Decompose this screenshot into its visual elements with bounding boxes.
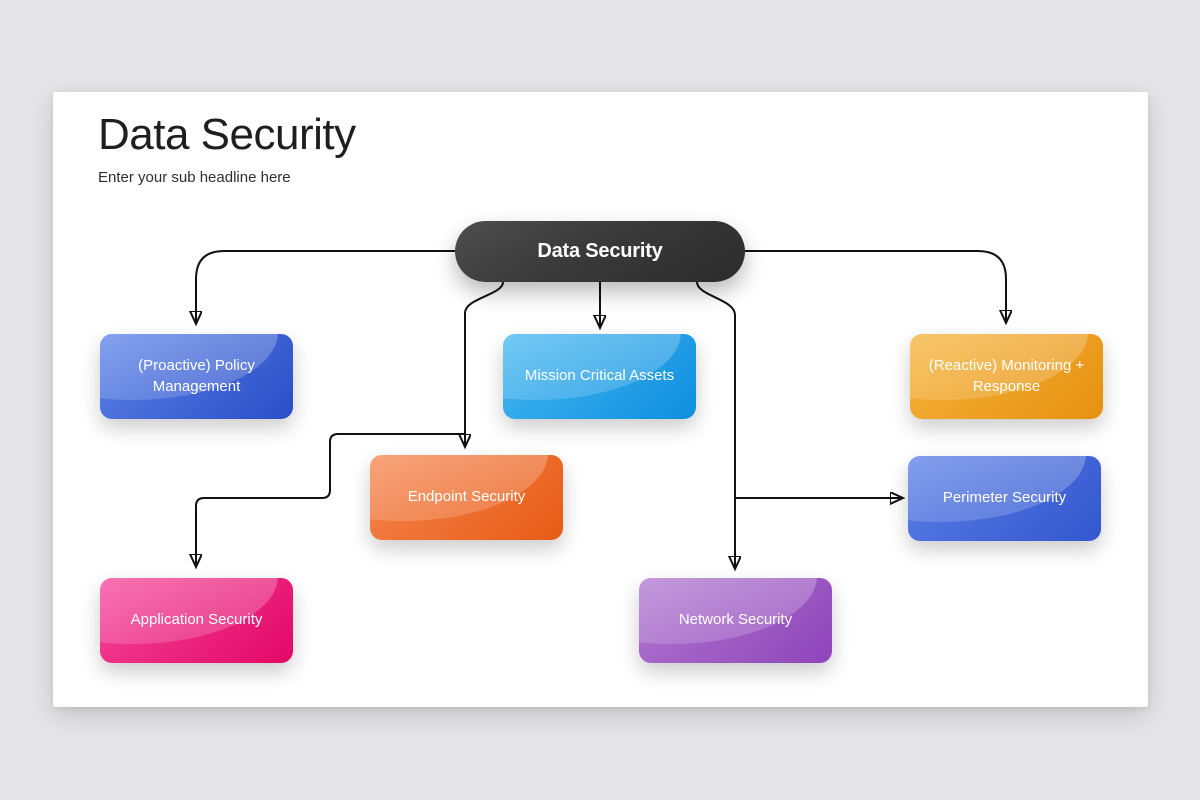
- node-label: Endpoint Security: [407, 488, 526, 506]
- node-endpoint-security[interactable]: Endpoint Security: [370, 455, 563, 540]
- node-label: (Proactive) Policy Management: [138, 357, 255, 395]
- node-label: Application Security: [130, 611, 263, 629]
- slide-canvas: Data Security Enter your sub headline he…: [53, 92, 1148, 707]
- node-perimeter-security[interactable]: Perimeter Security: [908, 456, 1101, 541]
- page-title: Data Security: [98, 110, 356, 159]
- connector-root-to-endpoint: [465, 281, 504, 445]
- node-label: Mission Critical Assets: [524, 367, 675, 385]
- slide-header: Data Security Enter your sub headline he…: [98, 110, 356, 186]
- page-subtitle: Enter your sub headline here: [98, 169, 291, 186]
- node-mission-critical-assets[interactable]: Mission Critical Assets: [503, 334, 696, 419]
- diagram-canvas: Data Security (Proactive) Policy Managem…: [53, 92, 1148, 707]
- connector-root-to-network: [696, 281, 735, 567]
- node-network-security[interactable]: Network Security: [639, 578, 832, 663]
- node-data-security-root[interactable]: Data Security: [455, 221, 745, 282]
- connector-root-to-policy: [196, 250, 455, 322]
- connector-root-to-monitoring: [745, 250, 1006, 321]
- node-label: Perimeter Security: [942, 489, 1067, 507]
- node-reactive-monitoring-response[interactable]: (Reactive) Monitoring + Response: [910, 334, 1103, 419]
- node-proactive-policy-management[interactable]: (Proactive) Policy Management: [100, 334, 293, 419]
- root-node-label: Data Security: [537, 240, 663, 262]
- node-label: Network Security: [678, 611, 793, 629]
- node-application-security[interactable]: Application Security: [100, 578, 293, 663]
- node-label: (Reactive) Monitoring + Response: [928, 357, 1085, 395]
